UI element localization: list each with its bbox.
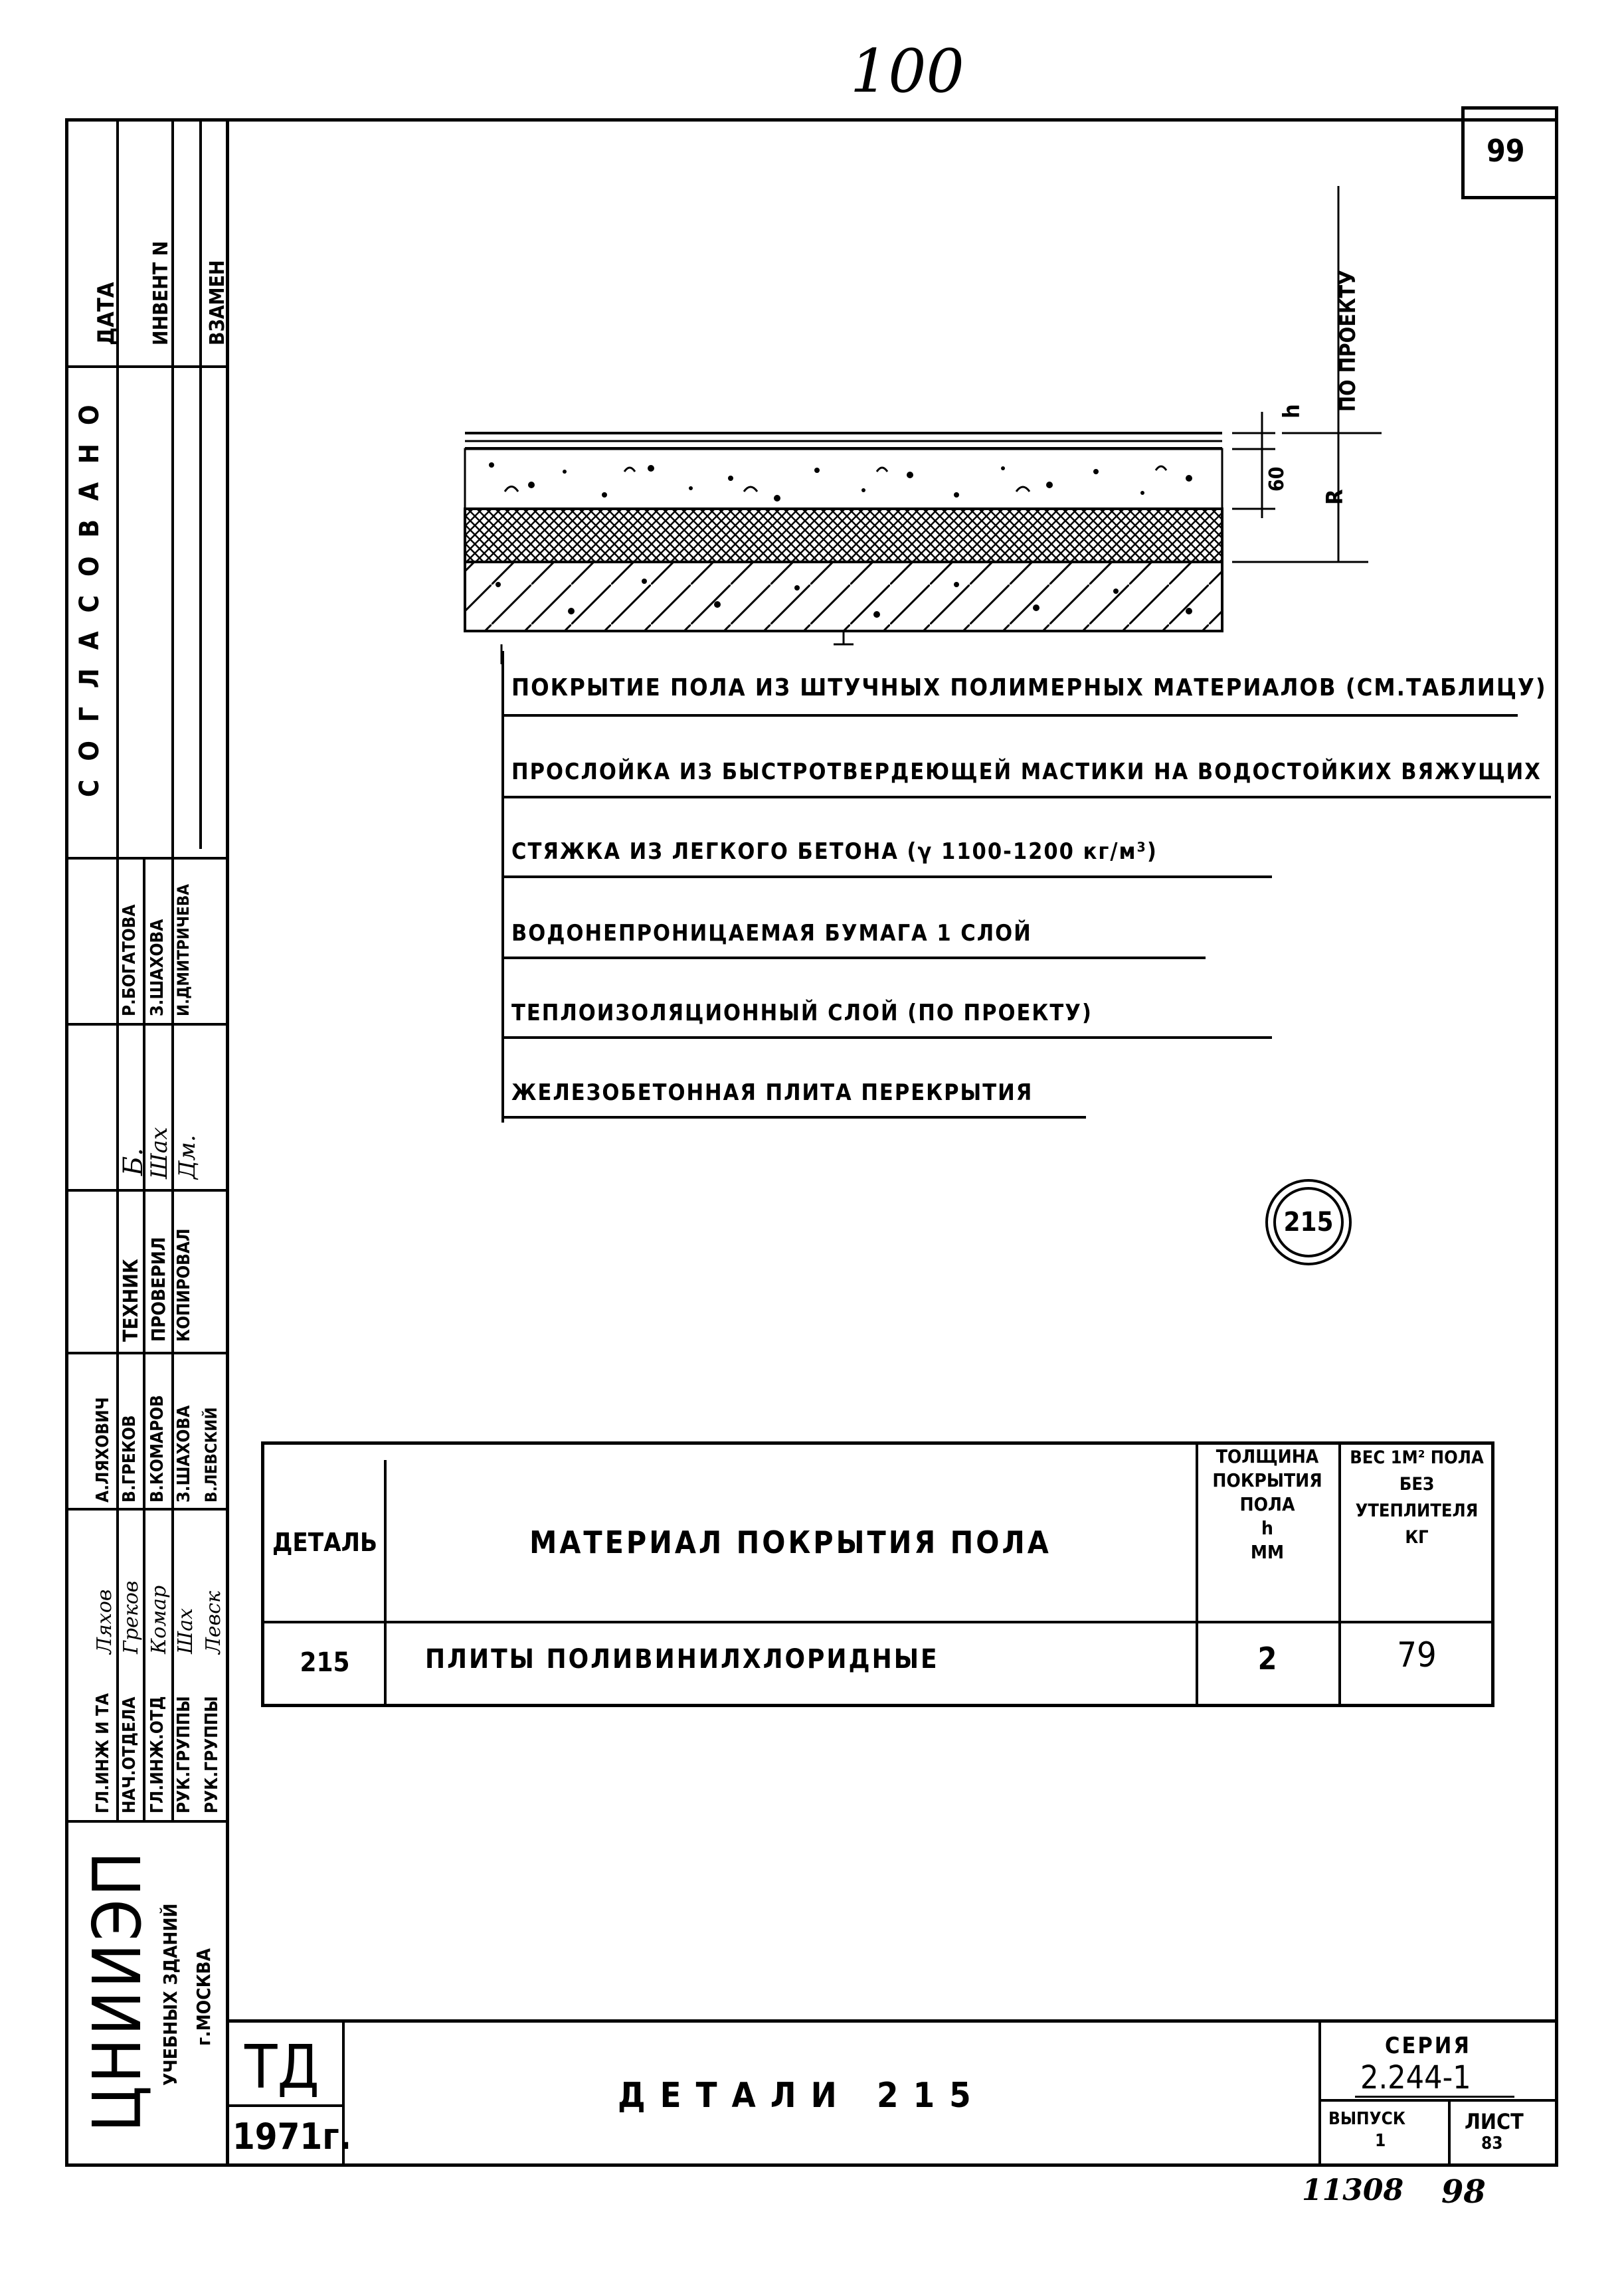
sidebar-position-dept-engineer: ГЛ.ИНЖ.ОТД	[147, 1696, 167, 1813]
title-block-td-divider	[226, 2104, 345, 2107]
labels-leader-line	[501, 651, 504, 1123]
sidebar-row-line-f	[65, 1508, 228, 1511]
bottom-stamp-left: 11308	[1302, 2173, 1404, 2207]
table-header-thickness: ТОЛЩИНА ПОКРЫТИЯ ПОЛА h ММ	[1212, 1445, 1322, 1563]
sidebar-name-dmitricheva: И.ДМИТРИЧЕВА	[174, 883, 193, 1016]
series-value: 2.244-1	[1360, 2059, 1471, 2096]
issue-label: ВЫПУСК	[1328, 2109, 1405, 2129]
sidebar-col-line-3	[171, 118, 174, 1820]
sidebar-right-border	[226, 118, 229, 2167]
sidebar-row-line-e	[65, 1352, 228, 1354]
sidebar-role-copied: КОПИРОВАЛ	[174, 1228, 194, 1342]
sidebar-name-komarov: В.КОМАРОВ	[147, 1395, 167, 1503]
sidebar-agreed-label: СОГЛАСОВАНО	[74, 386, 105, 797]
dimension-by-project: ПО ПРОЕКТУ	[1335, 270, 1360, 412]
sidebar-date-header: ДАТА	[93, 282, 120, 345]
series-label: СЕРИЯ	[1385, 2033, 1471, 2059]
sheet-label: ЛИСТ	[1465, 2109, 1524, 2134]
materials-table	[261, 1441, 1494, 1707]
layer-underline-6	[501, 1116, 1086, 1119]
sidebar-signature-3: Дм.	[174, 1135, 201, 1179]
sidebar-signature-6: Комар	[147, 1585, 171, 1654]
title-text: ДЕТАЛИ 215	[618, 2076, 986, 2116]
sidebar-signature-8: Левск	[202, 1591, 225, 1654]
sidebar-row-line-c	[65, 1023, 228, 1026]
dimension-h: h	[1279, 404, 1305, 418]
sidebar-signature-5: Греков	[120, 1580, 143, 1654]
table-header-bottom	[261, 1621, 1494, 1623]
sidebar-col-line-4	[199, 118, 202, 849]
layer-label-mastic: ПРОСЛОЙКА ИЗ БЫСТРОТВЕРДЕЮЩЕЙ МАСТИКИ НА…	[511, 759, 1542, 785]
layer-underline-1	[501, 714, 1518, 717]
sidebar-position-group-lead-2: РУК.ГРУППЫ	[202, 1696, 222, 1813]
sidebar-name-bogatova: Р.БОГАТОВА	[120, 904, 139, 1016]
sidebar-signature-2: Шах	[146, 1127, 173, 1179]
drawing-frame	[65, 118, 1558, 2167]
sidebar-signature-7: Шах	[174, 1607, 197, 1654]
layer-underline-5	[501, 1036, 1272, 1039]
sidebar-position-group-lead-1: РУК.ГРУППЫ	[174, 1696, 194, 1813]
sidebar-signature-4: Ляхов	[93, 1589, 116, 1654]
sheet-corner-box	[1461, 106, 1558, 199]
table-row-weight: 79	[1397, 1635, 1437, 1675]
layer-label-slab: ЖЕЛЕЗОБЕТОННАЯ ПЛИТА ПЕРЕКРЫТИЯ	[511, 1079, 1034, 1106]
sidebar-row-line-b	[65, 857, 228, 860]
sheet-corner-number: 99	[1487, 133, 1525, 169]
table-header-material: МАТЕРИАЛ ПОКРЫТИЯ ПОЛА	[529, 1524, 1051, 1560]
sidebar-signature-1: Б.	[118, 1147, 149, 1176]
dimension-60: 60	[1265, 466, 1289, 492]
sidebar-name-grekov: В.ГРЕКОВ	[120, 1415, 139, 1503]
title-block-div-2	[1318, 2019, 1321, 2167]
table-header-detail: ДЕТАЛЬ	[272, 1528, 378, 1557]
sidebar-row-line-d	[65, 1189, 228, 1192]
org-city: г.МОСКВА	[193, 1948, 215, 2046]
table-row-material: ПЛИТЫ ПОЛИВИНИЛХЛОРИДНЫЕ	[425, 1644, 939, 1675]
sidebar-position-dept-head: НАЧ.ОТДЕЛА	[120, 1696, 139, 1813]
title-block-div-1	[342, 2019, 345, 2167]
issue-value: 1	[1375, 2131, 1386, 2151]
sidebar-name-shakhova: З.ШАХОВА	[147, 919, 167, 1016]
sidebar-name-lyakhovich: А.ЛЯХОВИЧ	[93, 1397, 113, 1503]
layer-label-floor-covering: ПОКРЫТИЕ ПОЛА ИЗ ШТУЧНЫХ ПОЛИМЕРНЫХ МАТЕ…	[511, 674, 1547, 701]
title-block-div-3	[1448, 2099, 1451, 2167]
title-td: ТД	[244, 2033, 319, 2102]
series-underline	[1355, 2096, 1514, 2098]
layer-label-paper: ВОДОНЕПРОНИЦАЕМАЯ БУМАГА 1 СЛОЙ	[511, 920, 1032, 947]
layer-underline-4	[501, 957, 1206, 959]
title-year: 1971г.	[232, 2116, 352, 2157]
detail-marker: 215	[1265, 1179, 1352, 1265]
bottom-stamp-right: 98	[1441, 2173, 1486, 2211]
detail-marker-number: 215	[1283, 1207, 1334, 1237]
page-number-top: 100	[850, 37, 964, 106]
floor-section-drawing	[464, 186, 1382, 664]
sidebar-inventory-header: ИНВЕНТ N	[149, 240, 173, 345]
layer-underline-2	[501, 796, 1551, 798]
org-name: ЦНИИЭП	[78, 1849, 156, 2132]
table-header-weight: ВЕС 1М² ПОЛА БЕЗ УТЕПЛИТЕЛЯ КГ	[1350, 1447, 1484, 1548]
org-subtitle: УЧЕБНЫХ ЗДАНИЙ	[159, 1903, 181, 2086]
layer-underline-3	[501, 875, 1272, 878]
dimension-r: R	[1322, 489, 1348, 505]
table-col-line-2	[1196, 1441, 1198, 1707]
sidebar-row-line-g	[65, 1820, 228, 1823]
table-col-line-1	[384, 1460, 387, 1707]
sidebar-role-checked: ПРОВЕРИЛ	[147, 1237, 169, 1342]
sidebar-row-line-a	[65, 365, 228, 368]
layer-label-insulation: ТЕПЛОИЗОЛЯЦИОННЫЙ СЛОЙ (ПО ПРОЕКТУ)	[511, 1000, 1093, 1026]
title-block-top	[226, 2019, 1558, 2023]
sidebar-role-technician: ТЕХНИК	[120, 1259, 143, 1342]
layer-label-screed: СТЯЖКА ИЗ ЛЕГКОГО БЕТОНА (γ 1100-1200 кг…	[511, 838, 1158, 865]
sidebar-col-line-1	[116, 118, 119, 1820]
sidebar-name-levsky: В.ЛЕВСКИЙ	[202, 1407, 221, 1503]
sidebar-col-line-2	[143, 857, 145, 1820]
sidebar-replace-header: ВЗАМЕН	[206, 260, 229, 345]
table-row-thickness: 2	[1257, 1641, 1277, 1677]
title-block-series-divider	[1318, 2099, 1558, 2102]
sidebar-name-shakhova-2: З.ШАХОВА	[174, 1405, 194, 1503]
table-row-detail: 215	[300, 1647, 350, 1678]
sidebar-position-chief-engineer: ГЛ.ИНЖ И ТА	[93, 1693, 113, 1813]
sheet-value: 83	[1481, 2134, 1503, 2154]
table-col-line-3	[1338, 1441, 1341, 1707]
